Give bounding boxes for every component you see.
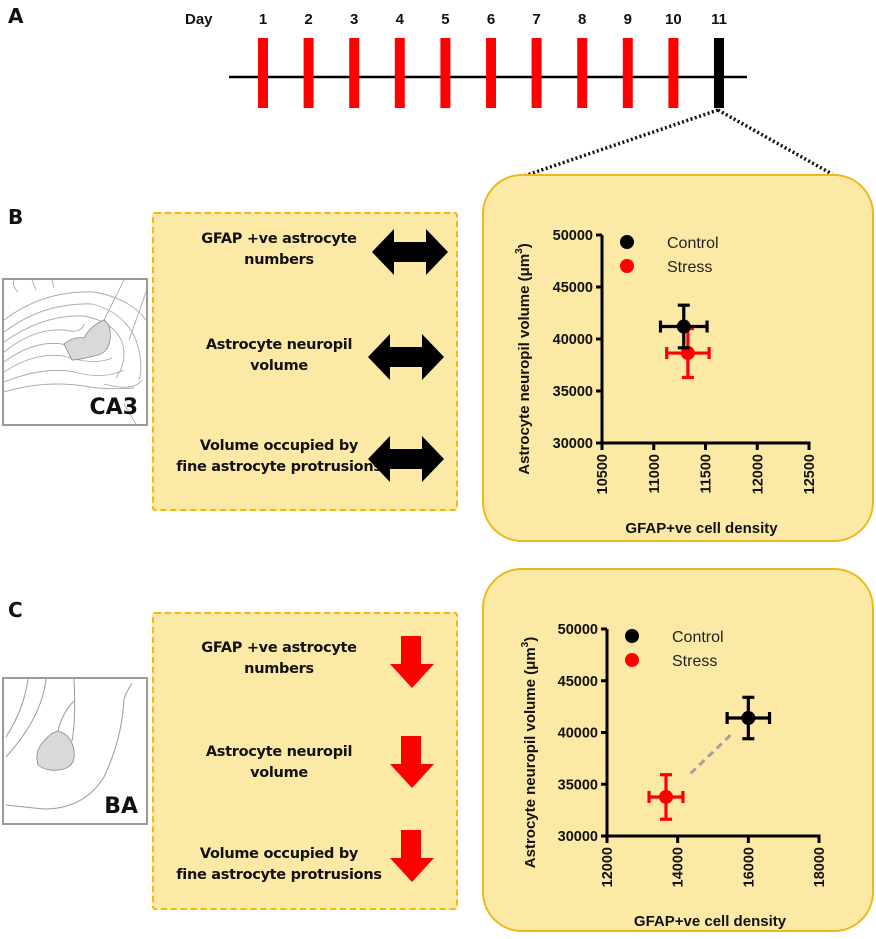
timeline-day-number: 6 — [487, 11, 495, 28]
finding-line: numbers — [244, 661, 314, 677]
timeline-day-number: 8 — [578, 11, 586, 28]
timeline-day-number: 5 — [441, 11, 449, 28]
timeline-day-number: 1 — [259, 11, 267, 28]
finding-line: GFAP +ve astrocyte — [201, 640, 357, 656]
ba-brain-outline — [5, 679, 133, 810]
stress-day-bar — [303, 38, 314, 108]
zoom-connector-left — [517, 108, 719, 180]
finding-ca3-protrusions: Volume occupied by fine astrocyte protru… — [154, 436, 404, 478]
stress-day-bar — [258, 38, 268, 108]
double-arrow-icon — [368, 436, 444, 482]
panel-letter-a: A — [8, 4, 24, 28]
finding-line: Astrocyte neuropil — [205, 337, 353, 353]
double-arrow-icon — [372, 229, 448, 275]
finding-ba-protrusions: Volume occupied by fine astrocyte protru… — [154, 844, 404, 886]
ca3-brain-outline — [4, 280, 146, 424]
stress-day-bar — [486, 38, 496, 108]
timeline-day-number: 3 — [350, 11, 358, 28]
timeline: Day 1 2 3 4 5 6 7 8 9 10 11 — [185, 11, 833, 180]
finding-line: Volume occupied by — [199, 438, 359, 454]
stress-day-bar — [349, 38, 360, 108]
timeline-day-label: Day — [185, 11, 213, 28]
timeline-day-number: 11 — [711, 11, 727, 28]
timeline-day-number: 4 — [396, 11, 405, 28]
finding-ba-neuropil: Astrocyte neuropil volume — [154, 742, 404, 784]
down-arrow-icon — [390, 830, 434, 882]
stress-day-bar — [531, 38, 542, 108]
finding-ba-numbers: GFAP +ve astrocyte numbers — [154, 638, 404, 680]
timeline-day-number: 2 — [304, 11, 312, 28]
timeline-day-number: 9 — [624, 11, 632, 28]
finding-line: fine astrocyte protrusions — [176, 459, 382, 475]
ca3-chart-panel — [482, 174, 874, 542]
stress-day-bar — [622, 38, 633, 108]
finding-line: volume — [250, 358, 308, 374]
timeline-day-number: 10 — [665, 11, 682, 28]
final-day-bar — [714, 38, 724, 108]
ca3-region-diagram: CA3 — [2, 278, 148, 426]
panel-letter-b: B — [8, 205, 24, 229]
ca3-highlight-region — [63, 319, 111, 361]
double-arrow-icon — [368, 334, 444, 380]
stress-day-bar — [394, 38, 405, 108]
down-arrow-icon — [390, 636, 434, 688]
ba-chart-panel — [482, 568, 874, 932]
ba-highlight-region — [36, 730, 75, 771]
finding-line: Volume occupied by — [199, 846, 359, 862]
region-label-ba: BA — [104, 794, 138, 819]
region-label-ca3: CA3 — [89, 395, 138, 420]
finding-ca3-neuropil: Astrocyte neuropil volume — [154, 335, 404, 377]
timeline-day-number: 7 — [532, 11, 540, 28]
down-arrow-icon — [390, 736, 434, 788]
finding-line: volume — [250, 765, 308, 781]
finding-line: fine astrocyte protrusions — [176, 867, 382, 883]
ba-findings-box: GFAP +ve astrocyte numbers Astrocyte neu… — [152, 612, 458, 910]
finding-line: GFAP +ve astrocyte — [201, 231, 357, 247]
finding-line: numbers — [244, 252, 314, 268]
finding-ca3-numbers: GFAP +ve astrocyte numbers — [154, 229, 404, 271]
ba-region-diagram: BA — [2, 677, 148, 825]
zoom-connector-right — [717, 108, 833, 176]
stress-day-bar — [577, 38, 588, 108]
ca3-findings-box: GFAP +ve astrocyte numbers Astrocyte neu… — [152, 212, 458, 511]
finding-line: Astrocyte neuropil — [205, 744, 353, 760]
panel-letter-c: C — [8, 598, 23, 622]
stress-day-bar — [440, 38, 451, 108]
stress-day-bar — [668, 38, 679, 108]
